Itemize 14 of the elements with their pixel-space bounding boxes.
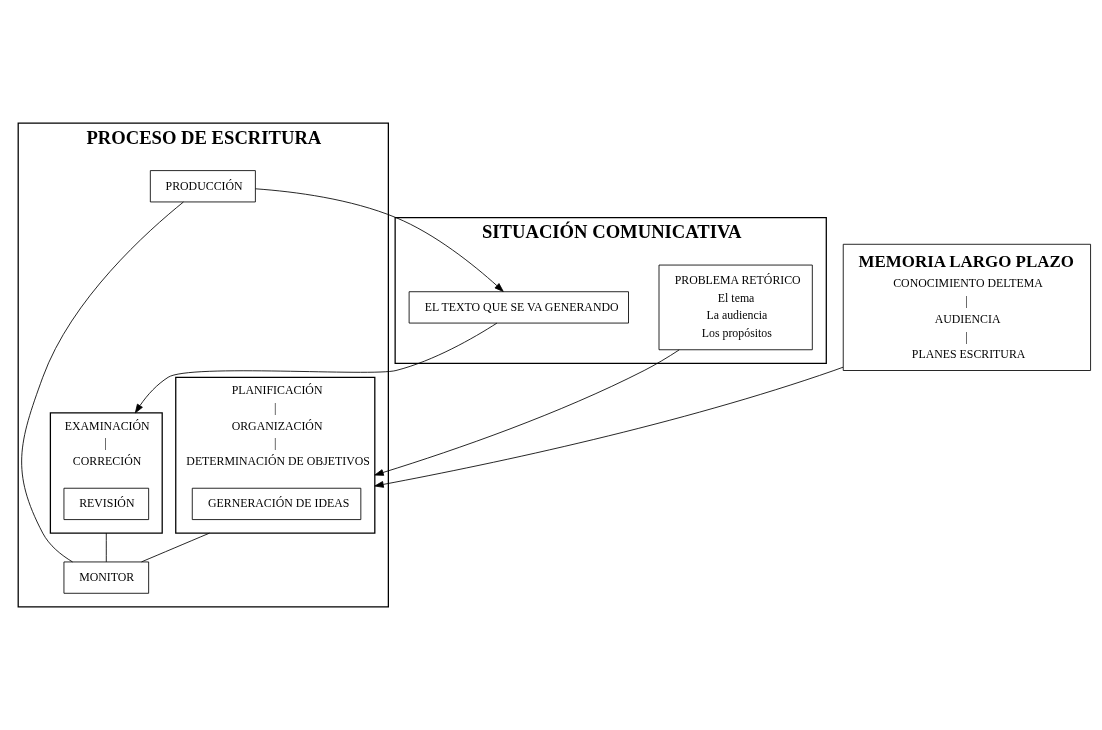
connector bbox=[105, 532, 107, 563]
node-box: PROBLEMA RETÓRICO El tema La audiencia Los propósitos bbox=[658, 264, 813, 351]
arrow bbox=[374, 349, 680, 476]
node-box: PRODUCCIÓN bbox=[149, 170, 256, 203]
connector bbox=[141, 532, 210, 563]
arrow bbox=[255, 188, 504, 292]
node-box: GERNERACIÓN DE IDEAS bbox=[191, 487, 362, 520]
arrow bbox=[374, 366, 844, 488]
node-box: MEMORIA LARGO PLAZO CONOCIMIENTO DELTEMA | AUDIENCIA | PLANES ESCRITURA bbox=[842, 243, 1091, 371]
node-box: MONITOR bbox=[63, 561, 150, 594]
arrow bbox=[134, 322, 498, 414]
connector bbox=[21, 201, 184, 563]
node-box: EL TEXTO QUE SE VA GENERANDO bbox=[408, 291, 629, 324]
node-box: REVISIÓN bbox=[63, 487, 150, 520]
